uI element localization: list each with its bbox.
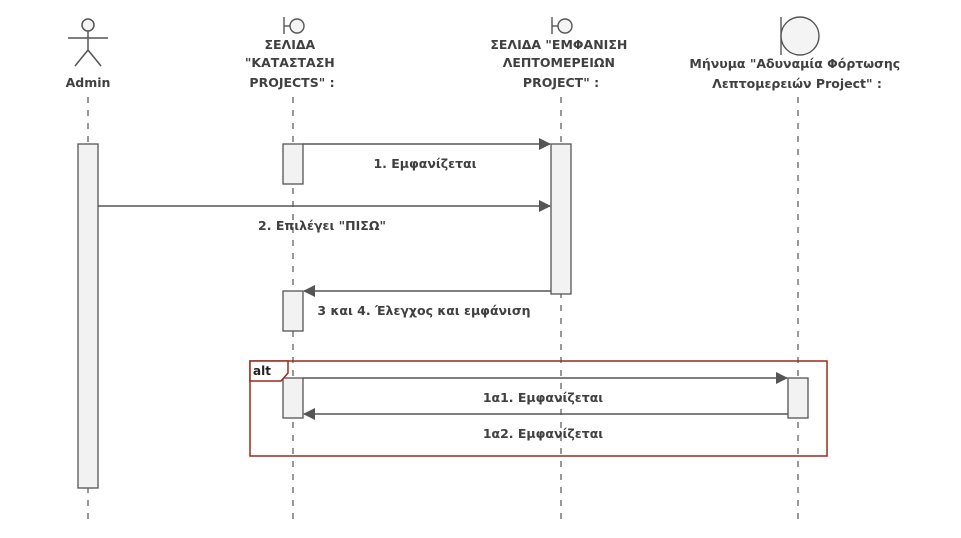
participant-label-emfanisi: ΣΕΛΙΔΑ "ΕΜΦΑΝΙΣΗ ΛΕΠΤΟΜΕΡΕΙΩΝ PROJECT" : xyxy=(490,37,631,90)
actor-icon xyxy=(68,18,108,67)
activation-bar-emfanisi xyxy=(550,143,572,295)
participant-label-katastasi: ΣΕΛΙΔΑ "ΚΑΤΑΣΤΑΣΗ PROJECTS" : xyxy=(245,37,339,90)
message-label: 3 και 4. Έλεγχος και εμφάνιση xyxy=(317,303,530,318)
activation-bar-katastasi xyxy=(282,143,304,185)
message-label: 1α1. Εμφανίζεται xyxy=(483,390,603,405)
boundary-icon xyxy=(780,16,820,56)
message-label: 1α2. Εμφανίζεται xyxy=(483,426,603,441)
message-label: 1. Εμφανίζεται xyxy=(373,156,476,171)
activation-bar-katastasi xyxy=(282,377,304,419)
participant-label-admin: Admin xyxy=(66,75,111,90)
message-label: 2. Επιλέγει "ΠΙΣΩ" xyxy=(258,218,386,233)
activation-bar-minima xyxy=(787,377,809,419)
alt-fragment xyxy=(249,360,828,457)
alt-fragment-label: alt xyxy=(253,364,271,378)
boundary-icon xyxy=(551,17,573,34)
alt-fragment-tag xyxy=(249,360,289,382)
participant-label-minima: Μήνυμα "Αδυναμία Φόρτωσης Λεπτομερειών P… xyxy=(689,56,904,91)
activation-bar-admin xyxy=(77,143,99,489)
boundary-icon xyxy=(283,17,305,34)
activation-bar-katastasi xyxy=(282,290,304,332)
